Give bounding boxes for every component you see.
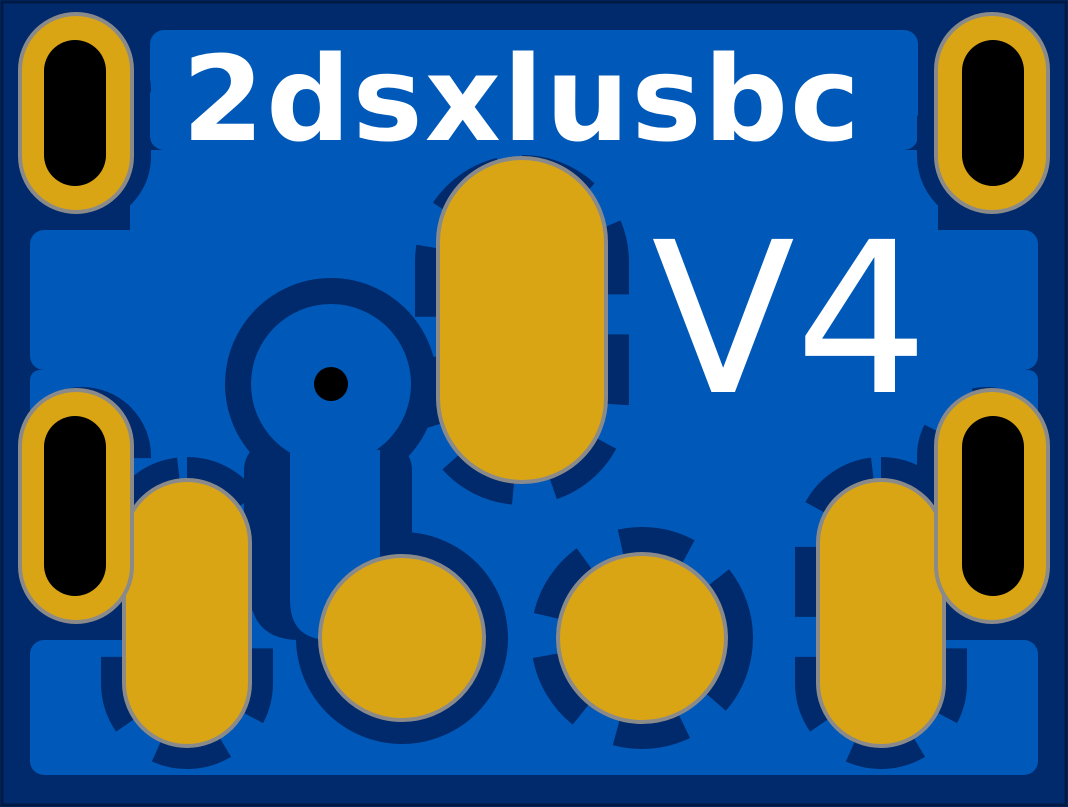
pad-bottom-left bbox=[122, 478, 252, 748]
pad-bottom-right bbox=[816, 478, 946, 748]
board-title: 2dsxlusbc bbox=[182, 30, 862, 168]
pad-round-center bbox=[556, 552, 728, 724]
board-version: V4 bbox=[651, 197, 928, 442]
smd-pads bbox=[122, 156, 946, 748]
mounting-slots bbox=[18, 12, 1050, 624]
pad-round-left bbox=[318, 554, 486, 722]
pad-top-center bbox=[436, 156, 608, 484]
via-hole bbox=[314, 367, 348, 401]
